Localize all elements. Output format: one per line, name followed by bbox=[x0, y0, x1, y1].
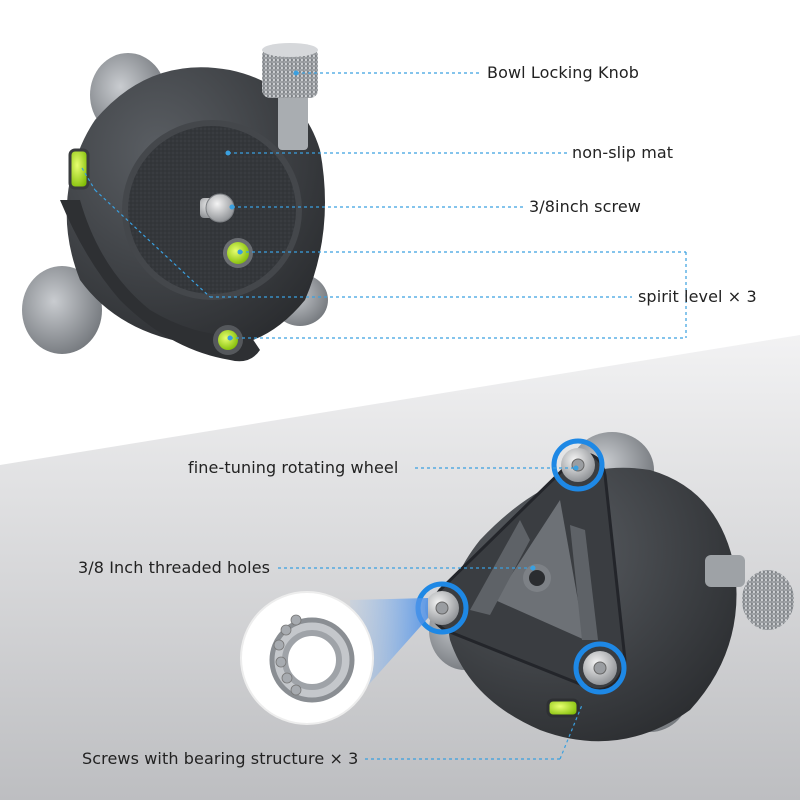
bottom-spirit-level bbox=[546, 698, 580, 718]
bearing-inner-race bbox=[282, 630, 342, 690]
bowl-locking-knob bbox=[262, 48, 318, 98]
top-wheel-left bbox=[22, 266, 102, 354]
leader-spirit-level-side bbox=[81, 167, 96, 191]
bearing-highlight-top bbox=[551, 438, 605, 492]
label-threaded-holes: 3/8 Inch threaded holes bbox=[78, 558, 271, 577]
knob-cap bbox=[262, 43, 318, 57]
bearing-inset bbox=[240, 591, 374, 725]
bearing-highlight-right bbox=[573, 641, 627, 695]
side-spirit-level bbox=[68, 148, 90, 190]
leader-spirit-level-b bbox=[94, 189, 211, 298]
bearing-screw-left-head bbox=[435, 601, 449, 615]
leader-bearing-screws-diag bbox=[559, 704, 583, 760]
label-bearing-screws: Screws with bearing structure × 3 bbox=[82, 749, 359, 768]
bottom-locking-knob bbox=[742, 570, 794, 630]
top-leveling-base bbox=[22, 43, 328, 362]
bearing-screw-right-head bbox=[593, 661, 607, 675]
label-fine-tuning-wheel: fine-tuning rotating wheel bbox=[188, 458, 399, 477]
3-8-inch-threaded-hole bbox=[529, 570, 545, 586]
bottom-knob-stem bbox=[705, 555, 745, 587]
leader-lines bbox=[81, 72, 687, 760]
frame-slot-right bbox=[570, 525, 598, 640]
bottom-leveling-base bbox=[415, 432, 794, 742]
bearing-balls bbox=[273, 614, 302, 696]
leader-dots bbox=[225, 70, 579, 571]
label-3-8-inch-screw: 3/8inch screw bbox=[529, 197, 641, 216]
label-bowl-locking-knob: Bowl Locking Knob bbox=[487, 63, 639, 82]
knob-stem bbox=[278, 90, 308, 150]
label-non-slip-mat: non-slip mat bbox=[572, 143, 674, 162]
label-spirit-level: spirit level × 3 bbox=[638, 287, 757, 306]
base-spirit-level bbox=[218, 330, 238, 350]
